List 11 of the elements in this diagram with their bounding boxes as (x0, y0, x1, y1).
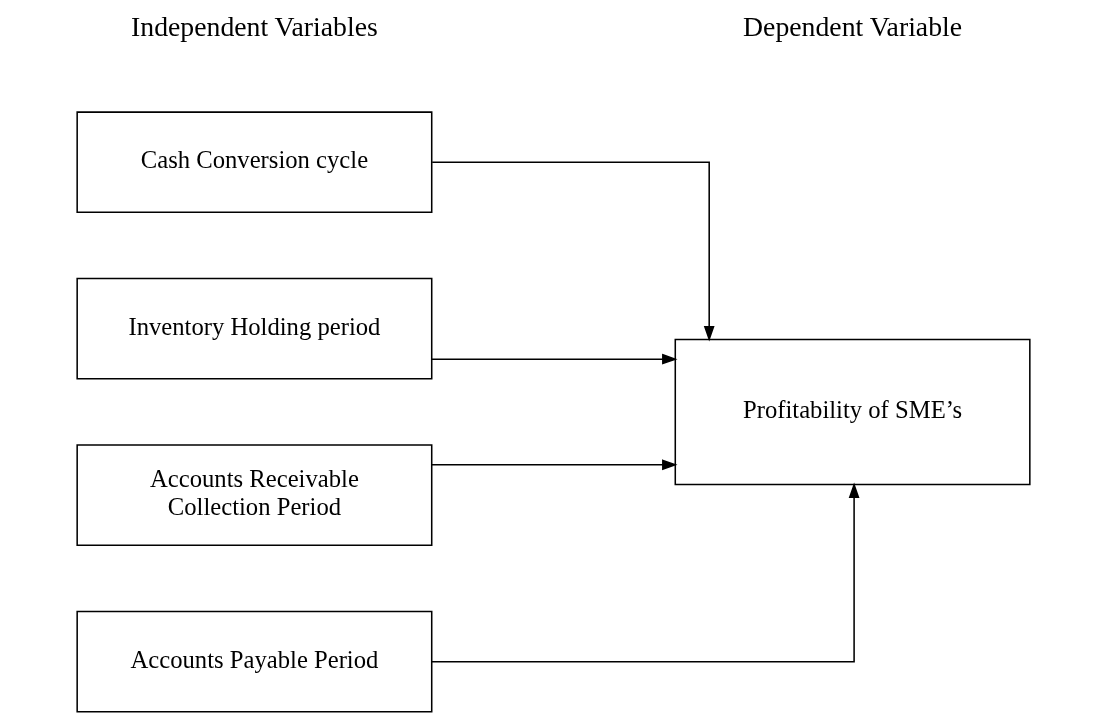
node-box: Accounts Receivable Collection Period (76, 444, 433, 547)
node-box: Inventory Holding period (76, 277, 433, 380)
label: Independent Variables (131, 11, 378, 43)
node-box: Profitability of SME’s (674, 338, 1031, 486)
arrow (431, 459, 678, 471)
node-box: Accounts Payable Period (76, 610, 433, 713)
node-box: Cash Conversion cycle (76, 111, 433, 214)
arrow (431, 482, 860, 663)
arrow (431, 353, 678, 365)
label: Dependent Variable (743, 11, 963, 43)
arrow (431, 161, 715, 342)
